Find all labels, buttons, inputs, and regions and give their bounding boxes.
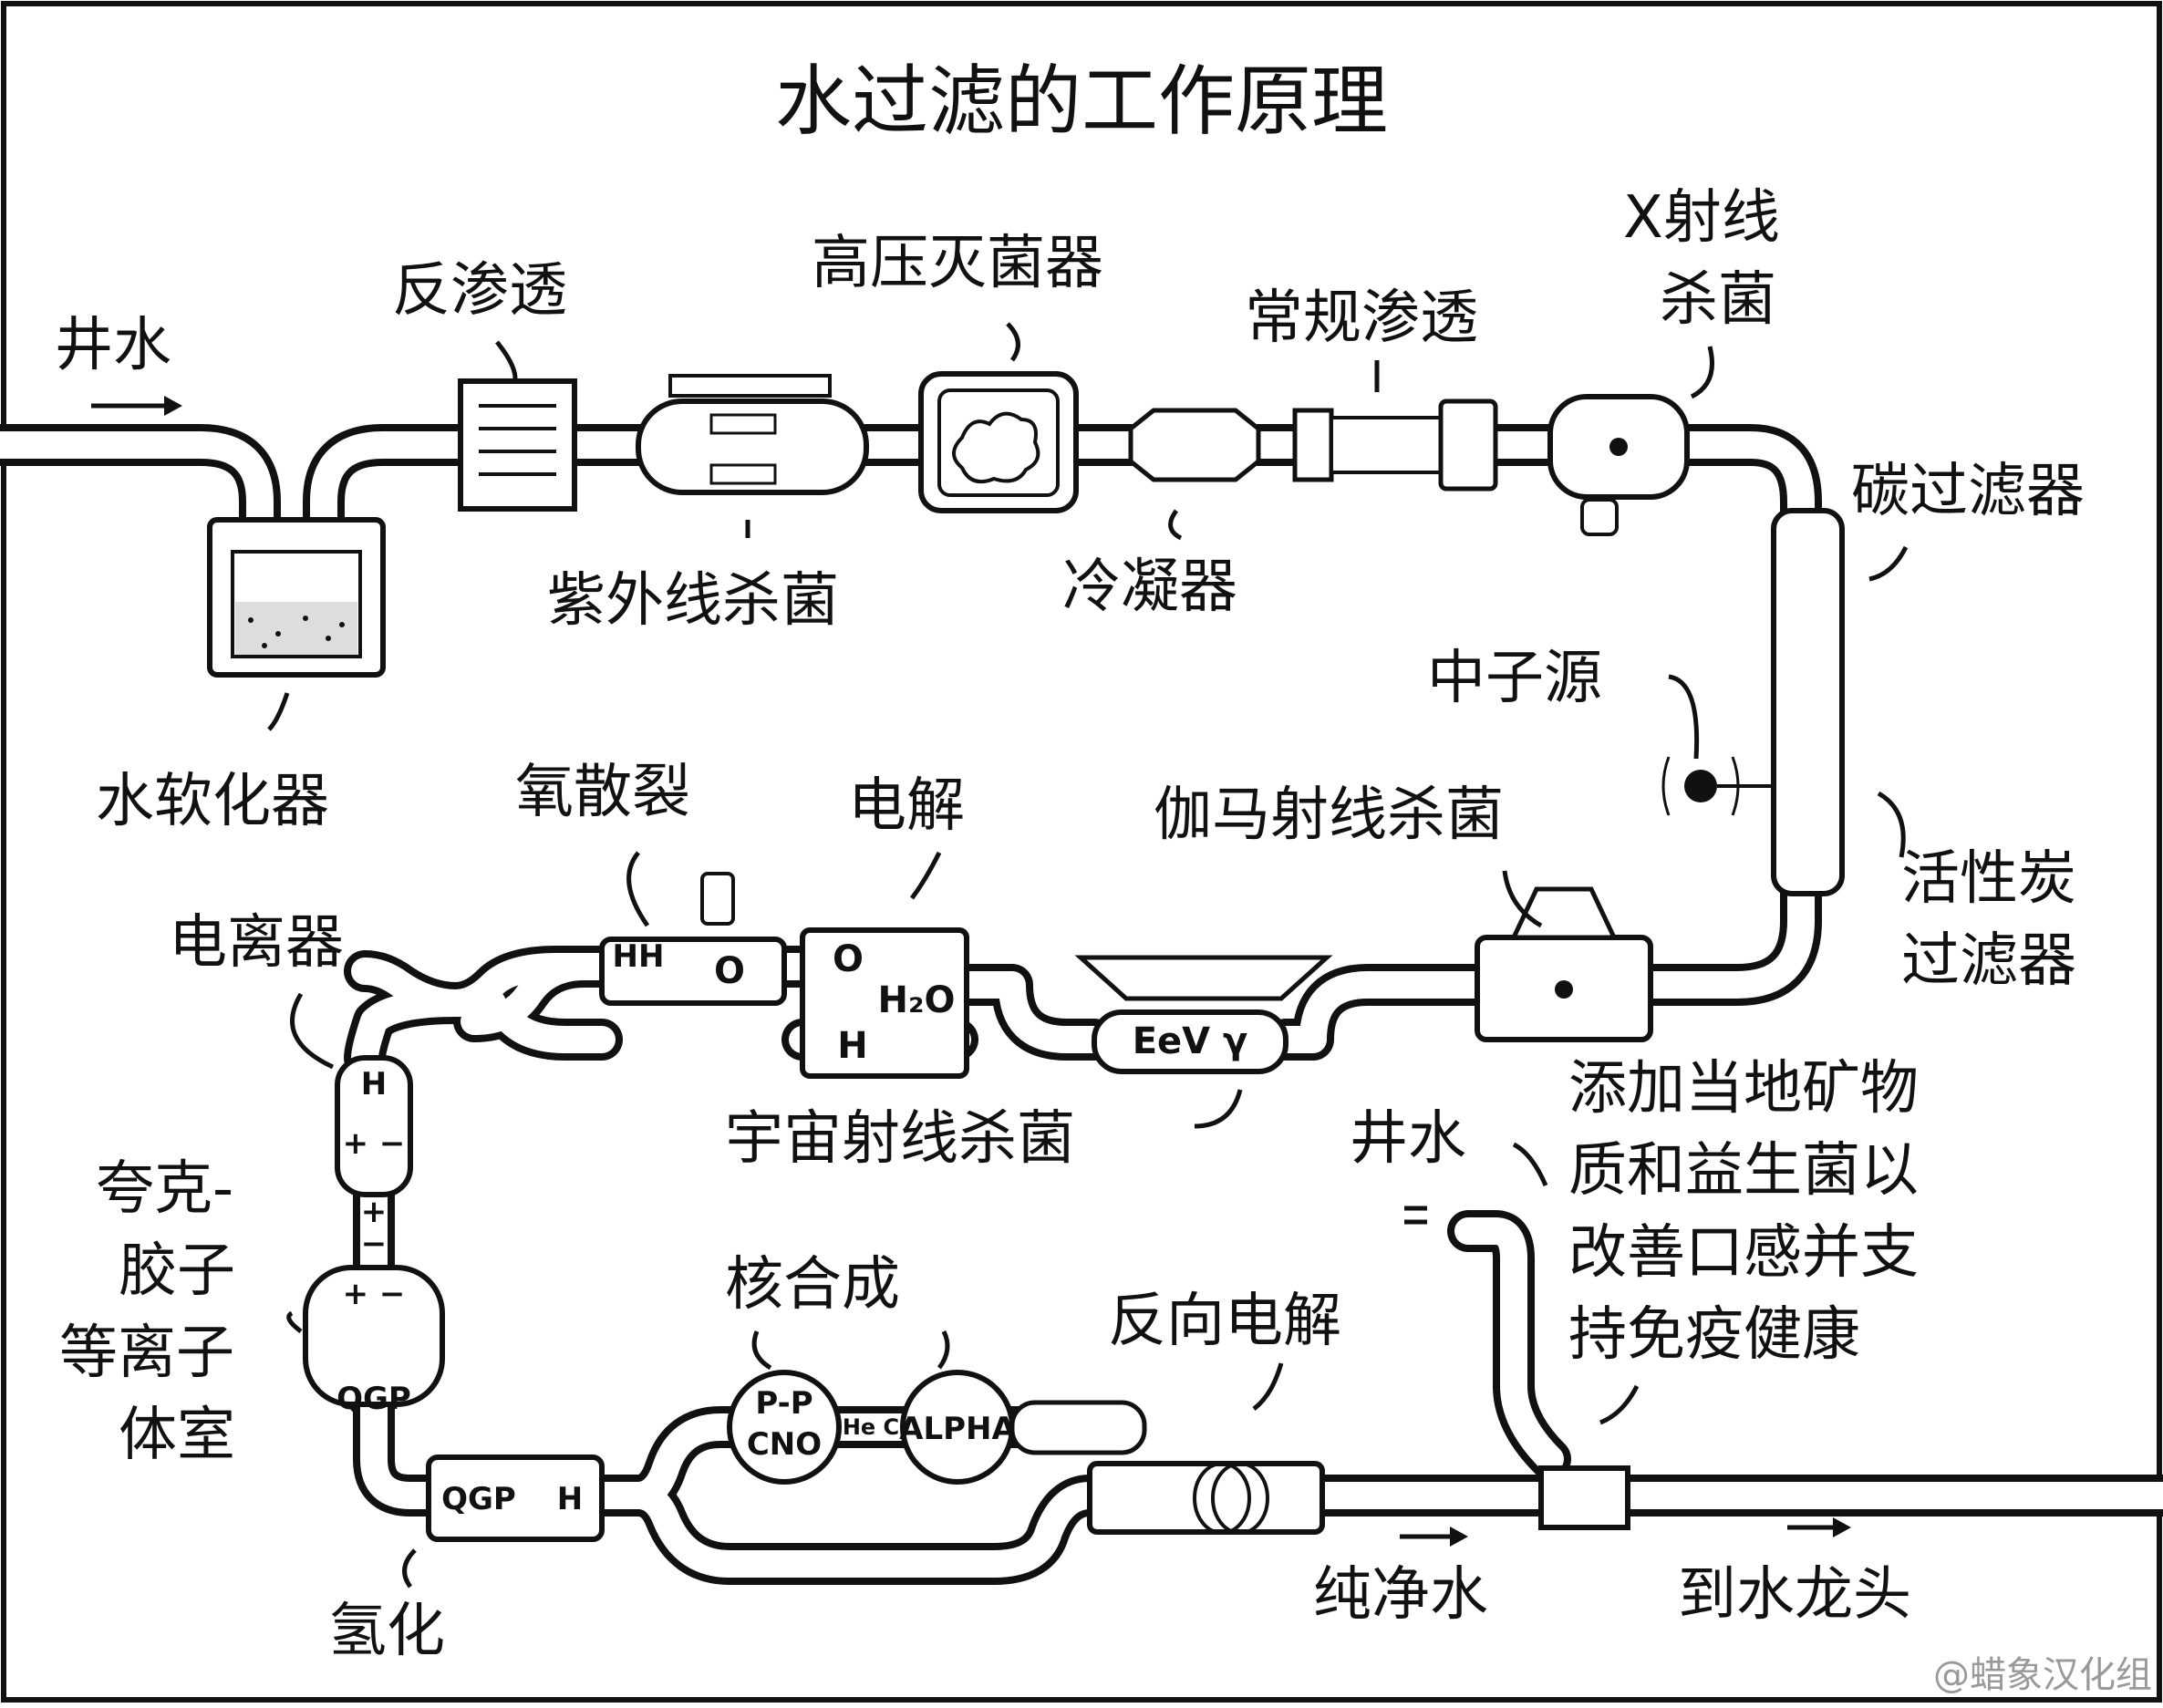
label-uv: 紫外线杀菌 bbox=[547, 567, 839, 635]
cno-text: CNO bbox=[747, 1426, 822, 1463]
hec-text: He C bbox=[843, 1414, 899, 1440]
label-ionizer: 电离器 bbox=[169, 909, 344, 977]
plus-text: + bbox=[361, 1194, 388, 1230]
hh-text: HH bbox=[613, 938, 665, 975]
cosmic-device bbox=[1074, 955, 1333, 1074]
label-pure-water: 纯净水 bbox=[1313, 1561, 1488, 1629]
chamber-pm-text: + − bbox=[343, 1276, 406, 1312]
reverse-electrolysis-device bbox=[1087, 1461, 1325, 1535]
label-qgp-line2: 胶子 bbox=[119, 1237, 235, 1305]
leader-lines bbox=[91, 322, 1909, 1589]
device-text: EeV γ QGP QGP H P-P CNO ALPHA He C O H₂O… bbox=[336, 938, 1247, 1517]
arrow-heads bbox=[164, 396, 1851, 1547]
label-activated-line2: 过滤器 bbox=[1901, 927, 2076, 995]
neutron-source-device bbox=[1661, 756, 1774, 816]
ionizer-pm-text: + − bbox=[343, 1125, 406, 1162]
label-softener: 水软化器 bbox=[96, 768, 329, 835]
gamma-device bbox=[1475, 886, 1653, 1042]
label-reverse-osmosis: 反渗透 bbox=[392, 257, 567, 325]
oxygen-text: O bbox=[833, 938, 864, 980]
hydrogen-text: H bbox=[837, 1025, 867, 1067]
autoclave-device bbox=[918, 371, 1079, 513]
label-well-water-2: 井水 bbox=[1350, 1105, 1466, 1173]
alpha-text: ALPHA bbox=[899, 1411, 1016, 1447]
label-gamma: 伽马射线杀菌 bbox=[1154, 782, 1504, 849]
qgp-chamber-text: QGP bbox=[336, 1381, 411, 1417]
condenser-device bbox=[1128, 408, 1261, 482]
label-electrolysis: 电解 bbox=[848, 772, 965, 840]
label-qgp-line4: 体室 bbox=[119, 1402, 235, 1469]
credit-watermark: @蜡象汉化组 bbox=[1933, 1654, 2152, 1696]
softener-device bbox=[207, 517, 386, 678]
label-minerals-line2: 质和益生菌以 bbox=[1568, 1137, 1919, 1205]
label-xray-line2: 杀菌 bbox=[1660, 266, 1776, 334]
label-xray-line1: X射线 bbox=[1623, 184, 1780, 252]
label-fusion: 核合成 bbox=[725, 1251, 900, 1319]
label-qgp-line1: 夸克- bbox=[96, 1155, 233, 1223]
osmosis-device bbox=[1292, 399, 1498, 492]
water-molecule-text: H₂O bbox=[878, 979, 956, 1021]
fusion-device bbox=[727, 1370, 1147, 1485]
hydrogen-out-text: H bbox=[557, 1481, 583, 1517]
label-minerals-line4: 持免疫健康 bbox=[1568, 1301, 1860, 1369]
label-qgp-line3: 等离子 bbox=[59, 1320, 234, 1387]
tee-junction bbox=[1538, 1465, 1630, 1530]
pp-text: P-P bbox=[755, 1385, 812, 1422]
label-neutron-source: 中子源 bbox=[1427, 645, 1602, 712]
qgp-hydrogenation-text: QGP bbox=[441, 1481, 516, 1517]
xray-device bbox=[1547, 394, 1690, 536]
label-oxygen-dispersal: 氧散裂 bbox=[515, 759, 690, 826]
reverse-osmosis-device bbox=[458, 378, 577, 512]
label-minerals-line1: 添加当地矿物 bbox=[1568, 1055, 1919, 1123]
minus-text: − bbox=[361, 1226, 388, 1262]
ionizer-device bbox=[335, 1055, 413, 1197]
carbon-filter-device bbox=[1771, 508, 1845, 896]
labels: 水过滤的工作原理 井水 水软化器 反渗透 紫外线杀菌 高压灭菌器 冷凝器 常规渗… bbox=[55, 57, 2152, 1696]
page-title: 水过滤的工作原理 bbox=[775, 57, 1388, 146]
label-carbon-filter: 碳过滤器 bbox=[1851, 458, 2085, 525]
label-condenser: 冷凝器 bbox=[1062, 554, 1237, 621]
label-cosmic: 宇宙射线杀菌 bbox=[725, 1105, 1075, 1173]
electrolysis-device bbox=[800, 927, 969, 1079]
ionizer-h-text: H bbox=[361, 1066, 387, 1102]
label-minerals-line3: 改善口感并支 bbox=[1568, 1219, 1919, 1287]
uv-device bbox=[636, 374, 869, 495]
label-hydrogenation: 氢化 bbox=[328, 1598, 445, 1665]
o-spall-text: O bbox=[714, 950, 745, 992]
label-autoclave: 高压灭菌器 bbox=[812, 230, 1103, 297]
label-activated-line1: 活性炭 bbox=[1901, 845, 2076, 913]
hydrogenation-device bbox=[426, 1454, 605, 1542]
eev-text: EeV γ bbox=[1133, 1020, 1248, 1062]
label-well-water-in: 井水 bbox=[55, 312, 171, 379]
label-osmosis: 常规渗透 bbox=[1245, 285, 1478, 352]
pipe-network bbox=[0, 424, 2163, 1585]
qgp-chamber-device bbox=[303, 1265, 445, 1407]
label-reverse-electrolysis: 反向电解 bbox=[1108, 1288, 1341, 1355]
label-to-tap: 到水龙头 bbox=[1678, 1561, 1911, 1629]
oxygen-spallation-device bbox=[599, 872, 787, 1006]
